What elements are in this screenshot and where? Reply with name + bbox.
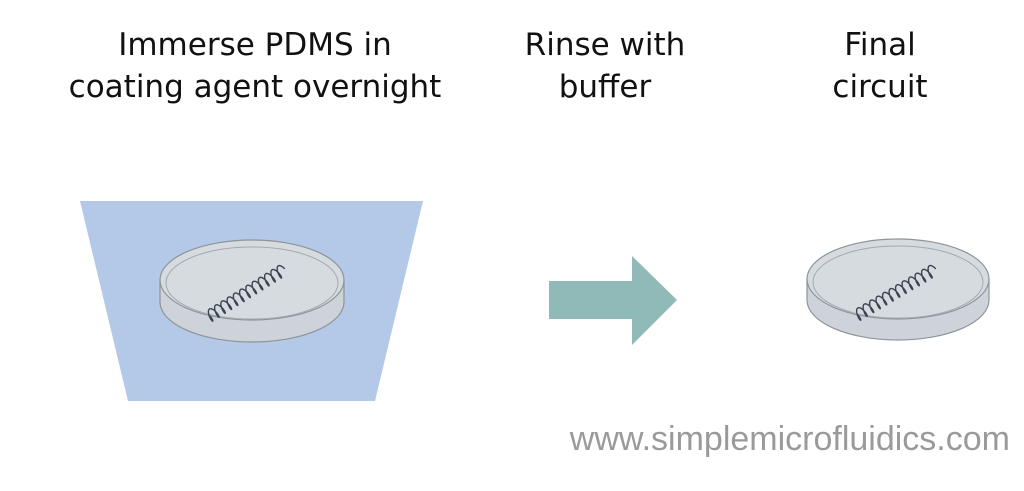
petri-dish-icon	[806, 238, 990, 341]
step-title-rinse: Rinse with buffer	[470, 24, 740, 108]
step-title-line: coating agent overnight	[68, 69, 442, 105]
step-title-line: Rinse with	[524, 27, 686, 63]
step-title-immerse: Immerse PDMS in coating agent overnight	[30, 24, 480, 108]
step-title-final: Final circuit	[780, 24, 980, 108]
step-title-line: circuit	[832, 69, 928, 105]
microfluidic-coil-icon	[855, 264, 937, 321]
step-title-line: Final	[844, 27, 916, 63]
step-title-line: Immerse PDMS in	[118, 27, 392, 63]
step-title-line: buffer	[558, 69, 652, 105]
coil-channel	[855, 264, 937, 321]
microfluidic-coil-icon	[207, 264, 286, 322]
right-arrow-icon	[549, 256, 677, 345]
coil-channel	[207, 264, 286, 322]
petri-dish-icon	[159, 239, 345, 343]
website-url: www.simplemicrofluidics.com	[569, 420, 1010, 458]
